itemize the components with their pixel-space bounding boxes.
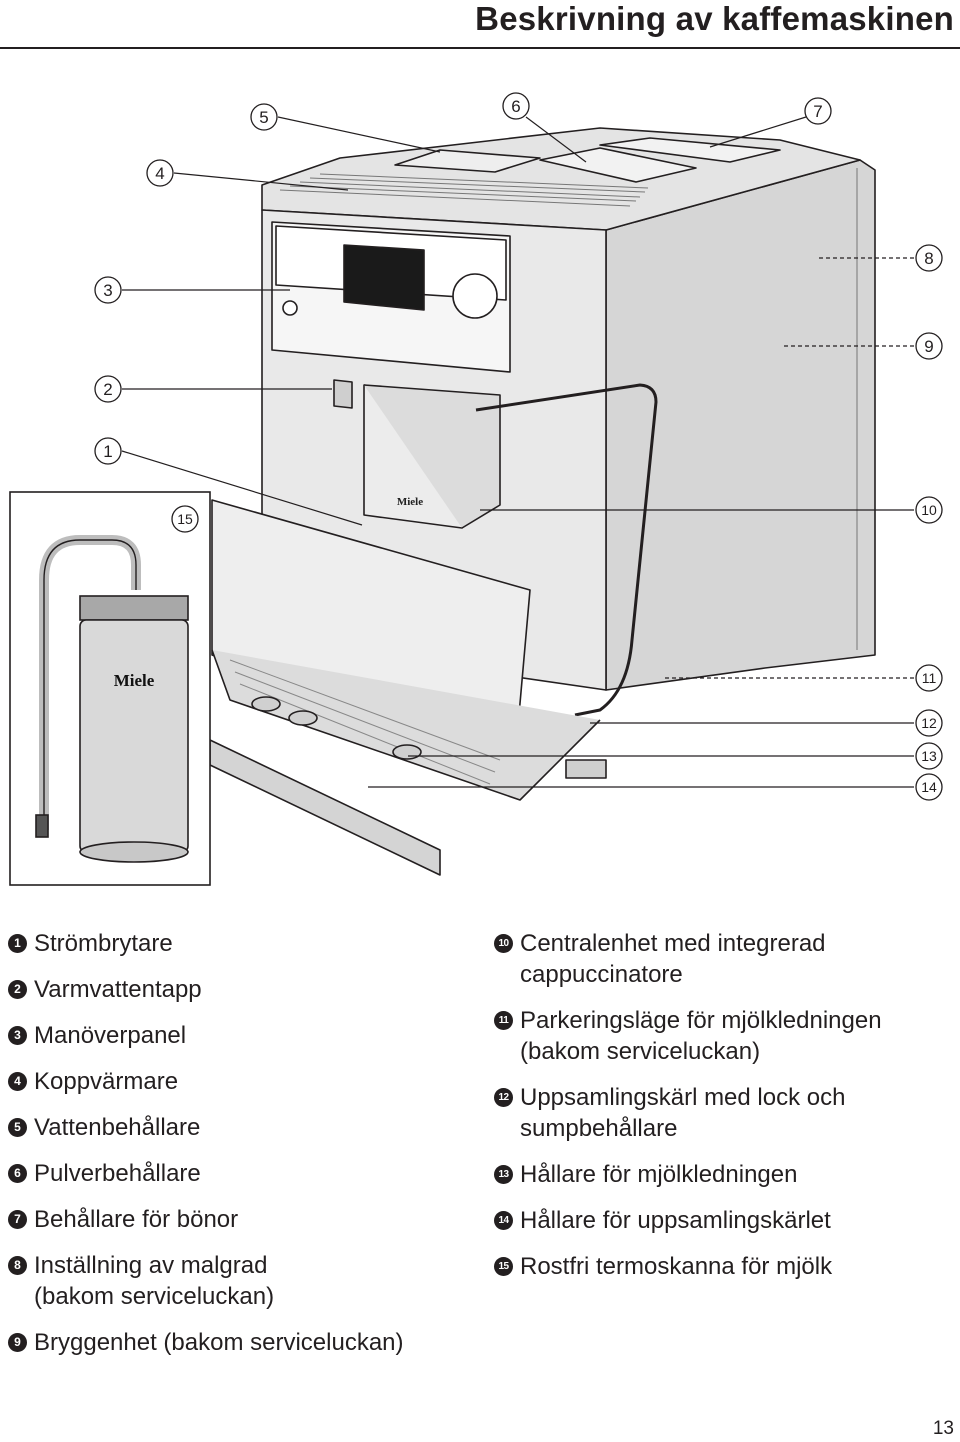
legend-text: Manöverpanel: [34, 1022, 187, 1049]
page-title: Beskrivning av kaffemaskinen: [475, 0, 954, 37]
callout-9: 9: [924, 337, 933, 356]
callout-4: 4: [155, 164, 164, 183]
legend-text: Rostfri termoskanna för mjölk: [520, 1253, 833, 1280]
page-number: 13: [932, 1418, 954, 1439]
legend-number-badge: 3: [8, 1026, 27, 1045]
callout-7: 7: [813, 102, 822, 121]
coffee-machine-illustration: Miele Miele 1 2 3: [9, 92, 943, 886]
legend-text: Vattenbehållare: [34, 1114, 201, 1141]
legend-text: Koppvärmare: [34, 1068, 179, 1095]
legend-text: Parkeringsläge för mjölkledningen (bakom…: [520, 1007, 882, 1065]
legend-item-8: 8 Inställning av malgrad (bakom servicel…: [8, 1250, 324, 1312]
legend-item-5: 5 Vattenbehållare: [8, 1112, 478, 1143]
callout-1: 1: [103, 442, 112, 461]
legend-item-11: 11 Parkeringsläge för mjölkledningen (ba…: [494, 1005, 930, 1067]
machine-logo: Miele: [397, 496, 423, 508]
legend-text: Centralenhet med integrerad cappuccinato…: [520, 930, 826, 988]
legend-text: Uppsamlingskärl med lock och sumpbehålla…: [520, 1084, 846, 1142]
leader-line-5: [277, 116, 441, 153]
legend-text: Hållare för uppsamlingskärlet: [520, 1207, 831, 1234]
legend-item-2: 2 Varmvattentapp: [8, 974, 478, 1005]
legend-number-badge: 6: [8, 1164, 27, 1183]
legend-text: Varmvattentapp: [34, 976, 202, 1003]
legend-item-12: 12 Uppsamlingskärl med lock och sumpbehå…: [494, 1082, 910, 1144]
legend-item-1: 1 Strömbrytare: [8, 928, 478, 959]
legend-item-13: 13 Hållare för mjölkledningen: [494, 1159, 954, 1190]
legend-item-14: 14 Hållare för uppsamlingskärlet: [494, 1205, 954, 1236]
callout-15: 15: [177, 511, 193, 527]
callout-12: 12: [921, 715, 937, 731]
flask-logo: Miele: [114, 671, 155, 690]
legend-number-badge: 7: [8, 1210, 27, 1229]
leader-line-7: [709, 116, 807, 148]
legend-number-badge: 13: [494, 1165, 513, 1184]
legend-number-badge: 8: [8, 1256, 27, 1275]
callout-3: 3: [103, 281, 112, 300]
leader-line-6: [525, 116, 587, 163]
legend-right-column: 10 Centralenhet med integrerad cappuccin…: [494, 928, 954, 1297]
legend-number-badge: 10: [494, 934, 513, 953]
callout-5: 5: [259, 108, 268, 127]
legend-text: Strömbrytare: [34, 930, 173, 957]
legend-number-badge: 14: [494, 1211, 513, 1230]
legend-item-10: 10 Centralenhet med integrerad cappuccin…: [494, 928, 920, 990]
legend-item-4: 4 Koppvärmare: [8, 1066, 478, 1097]
callout-8: 8: [924, 249, 933, 268]
legend-left-column: 1 Strömbrytare 2 Varmvattentapp 3 Manöve…: [8, 928, 478, 1373]
legend-item-9: 9 Bryggenhet (bakom serviceluckan): [8, 1327, 478, 1358]
legend-item-6: 6 Pulverbehållare: [8, 1158, 478, 1189]
legend-number-badge: 12: [494, 1088, 513, 1107]
callout-10: 10: [921, 502, 937, 518]
legend-text: Hållare för mjölkledningen: [520, 1161, 798, 1188]
callout-13: 13: [921, 748, 937, 764]
legend-item-15: 15 Rostfri termoskanna för mjölk: [494, 1251, 954, 1282]
legend-number-badge: 9: [8, 1333, 27, 1352]
leader-line-1: [121, 450, 363, 526]
legend-number-badge: 15: [494, 1257, 513, 1276]
legend-number-badge: 5: [8, 1118, 27, 1137]
legend-text: Bryggenhet (bakom serviceluckan): [34, 1329, 404, 1356]
callout-2: 2: [103, 380, 112, 399]
legend-text: Behållare för bönor: [34, 1206, 239, 1233]
legend-item-7: 7 Behållare för bönor: [8, 1204, 478, 1235]
legend-number-badge: 4: [8, 1072, 27, 1091]
callout-6: 6: [511, 97, 520, 116]
title-rule: [0, 47, 960, 49]
callout-11: 11: [922, 670, 937, 686]
legend-text: Pulverbehållare: [34, 1160, 201, 1187]
legend-text: Inställning av malgrad (bakom serviceluc…: [34, 1252, 275, 1310]
legend-number-badge: 1: [8, 934, 27, 953]
legend-number-badge: 11: [494, 1011, 513, 1030]
leader-line-4: [173, 172, 349, 191]
legend-item-3: 3 Manöverpanel: [8, 1020, 478, 1051]
legend-number-badge: 2: [8, 980, 27, 999]
callout-14: 14: [921, 779, 937, 795]
